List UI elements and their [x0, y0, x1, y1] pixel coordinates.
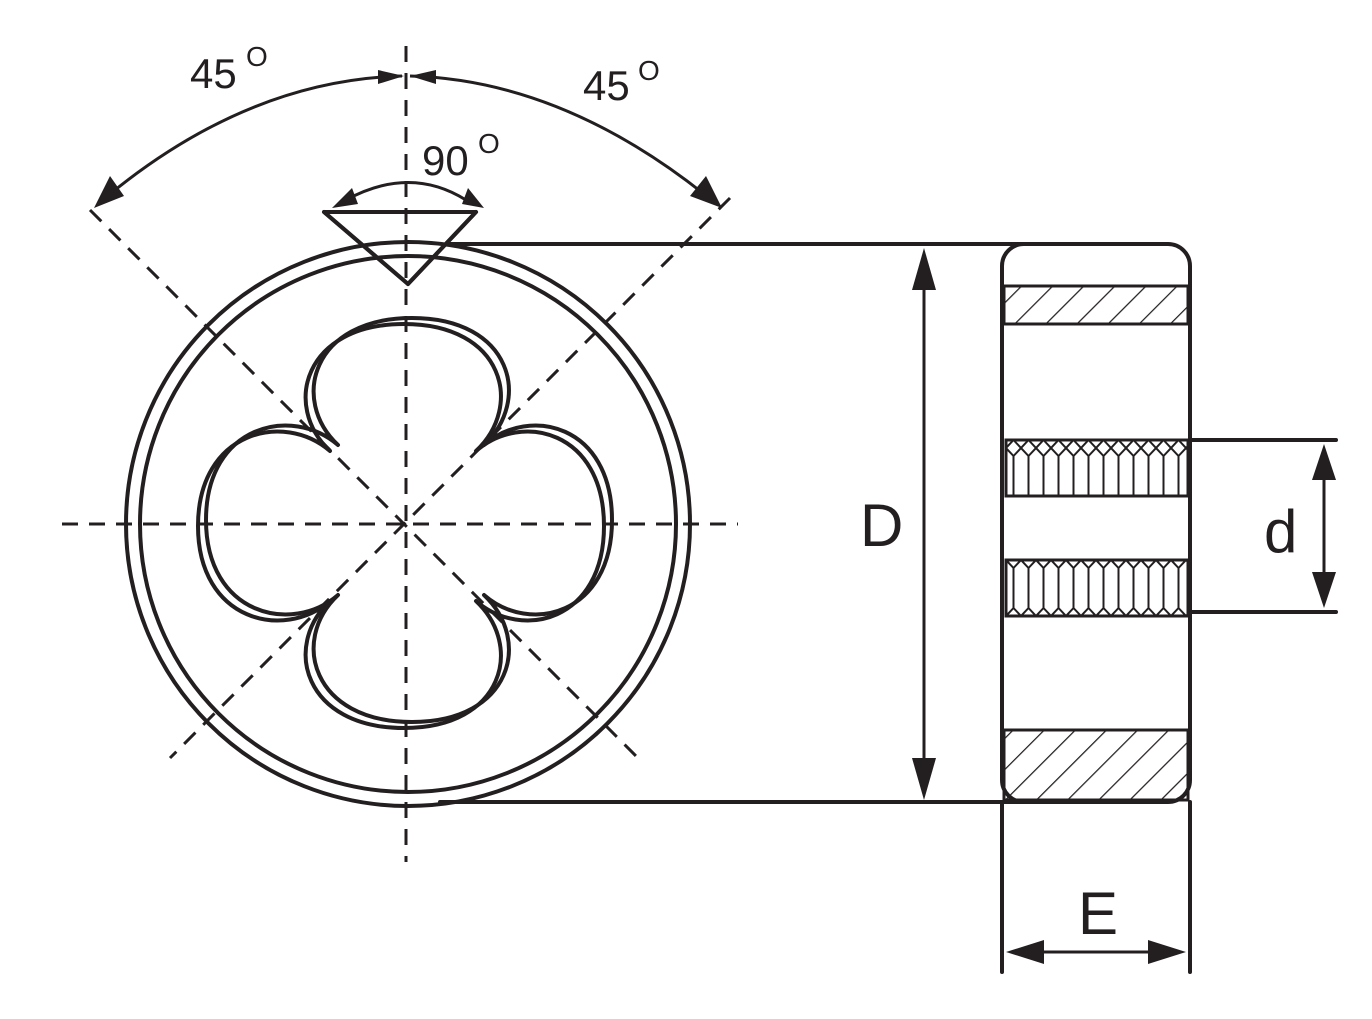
- front-view: [62, 46, 738, 862]
- side-view-body: [1000, 242, 1192, 804]
- angle-dimensions: 45 O 45 O 90 O: [94, 41, 722, 208]
- side-view: [1000, 242, 1192, 804]
- hatch-top: [1002, 284, 1190, 326]
- hatch-bottom: [1002, 728, 1190, 802]
- dimension-d: d: [1188, 438, 1338, 614]
- flute-lobes-shadow: [196, 322, 606, 730]
- dimension-D: D: [860, 248, 936, 800]
- inner-circle: [138, 254, 678, 794]
- degree-mark-right: O: [638, 55, 660, 86]
- diagonal-line-2: [168, 196, 732, 760]
- arc-90: [345, 181, 467, 202]
- thread-band-upper: [1004, 438, 1190, 498]
- arc-45-right: [409, 74, 705, 196]
- thread-band-lower: [1004, 558, 1190, 618]
- arc-45-left: [109, 74, 403, 196]
- degree-mark-left: O: [246, 41, 268, 72]
- angle-label-right: 45: [583, 62, 630, 109]
- dimension-E: E: [1000, 800, 1192, 974]
- angle-label-left: 45: [190, 50, 237, 97]
- diagonal-line-1: [88, 208, 642, 762]
- label-E: E: [1078, 880, 1118, 947]
- angle-label-center: 90: [422, 137, 469, 184]
- label-D: D: [860, 492, 903, 559]
- degree-mark-center: O: [478, 128, 500, 159]
- label-d: d: [1264, 498, 1297, 565]
- flute-lobes: [204, 316, 614, 724]
